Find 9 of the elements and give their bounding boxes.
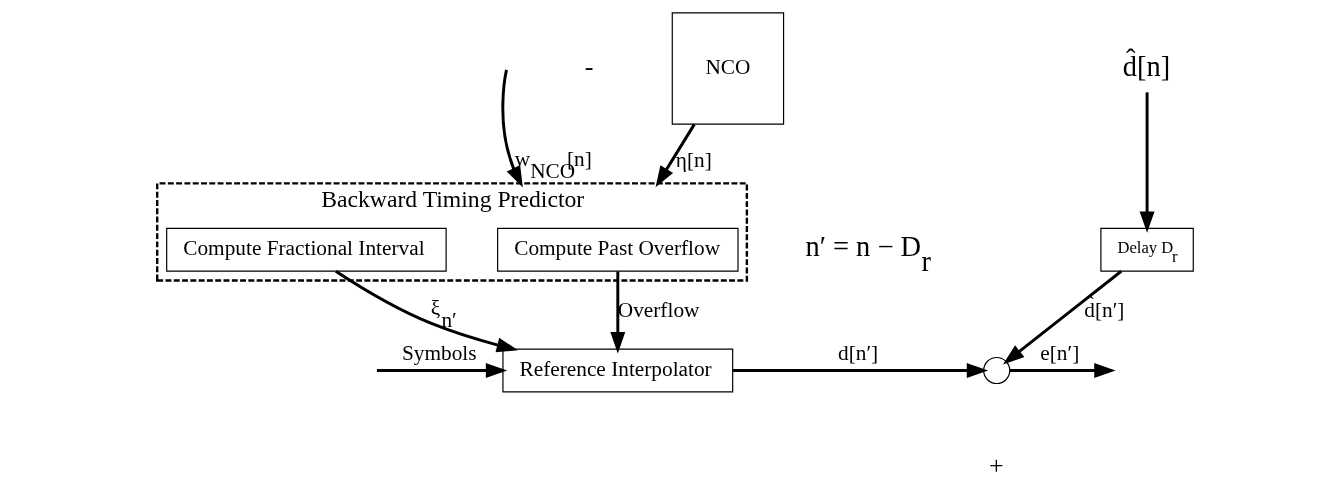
edge-label: Symbols (401, 341, 477, 366)
edge-label: η[n] (675, 148, 712, 173)
edge-label: d[n′] (838, 341, 879, 366)
label: - (584, 52, 594, 82)
node-text: d̂[n] (1122, 50, 1171, 82)
edge-label: Overflow (617, 297, 700, 322)
edge-label: d̂[n′] (1084, 297, 1125, 322)
label: + (989, 451, 1004, 481)
edge-label: e[n′] (1040, 341, 1080, 366)
